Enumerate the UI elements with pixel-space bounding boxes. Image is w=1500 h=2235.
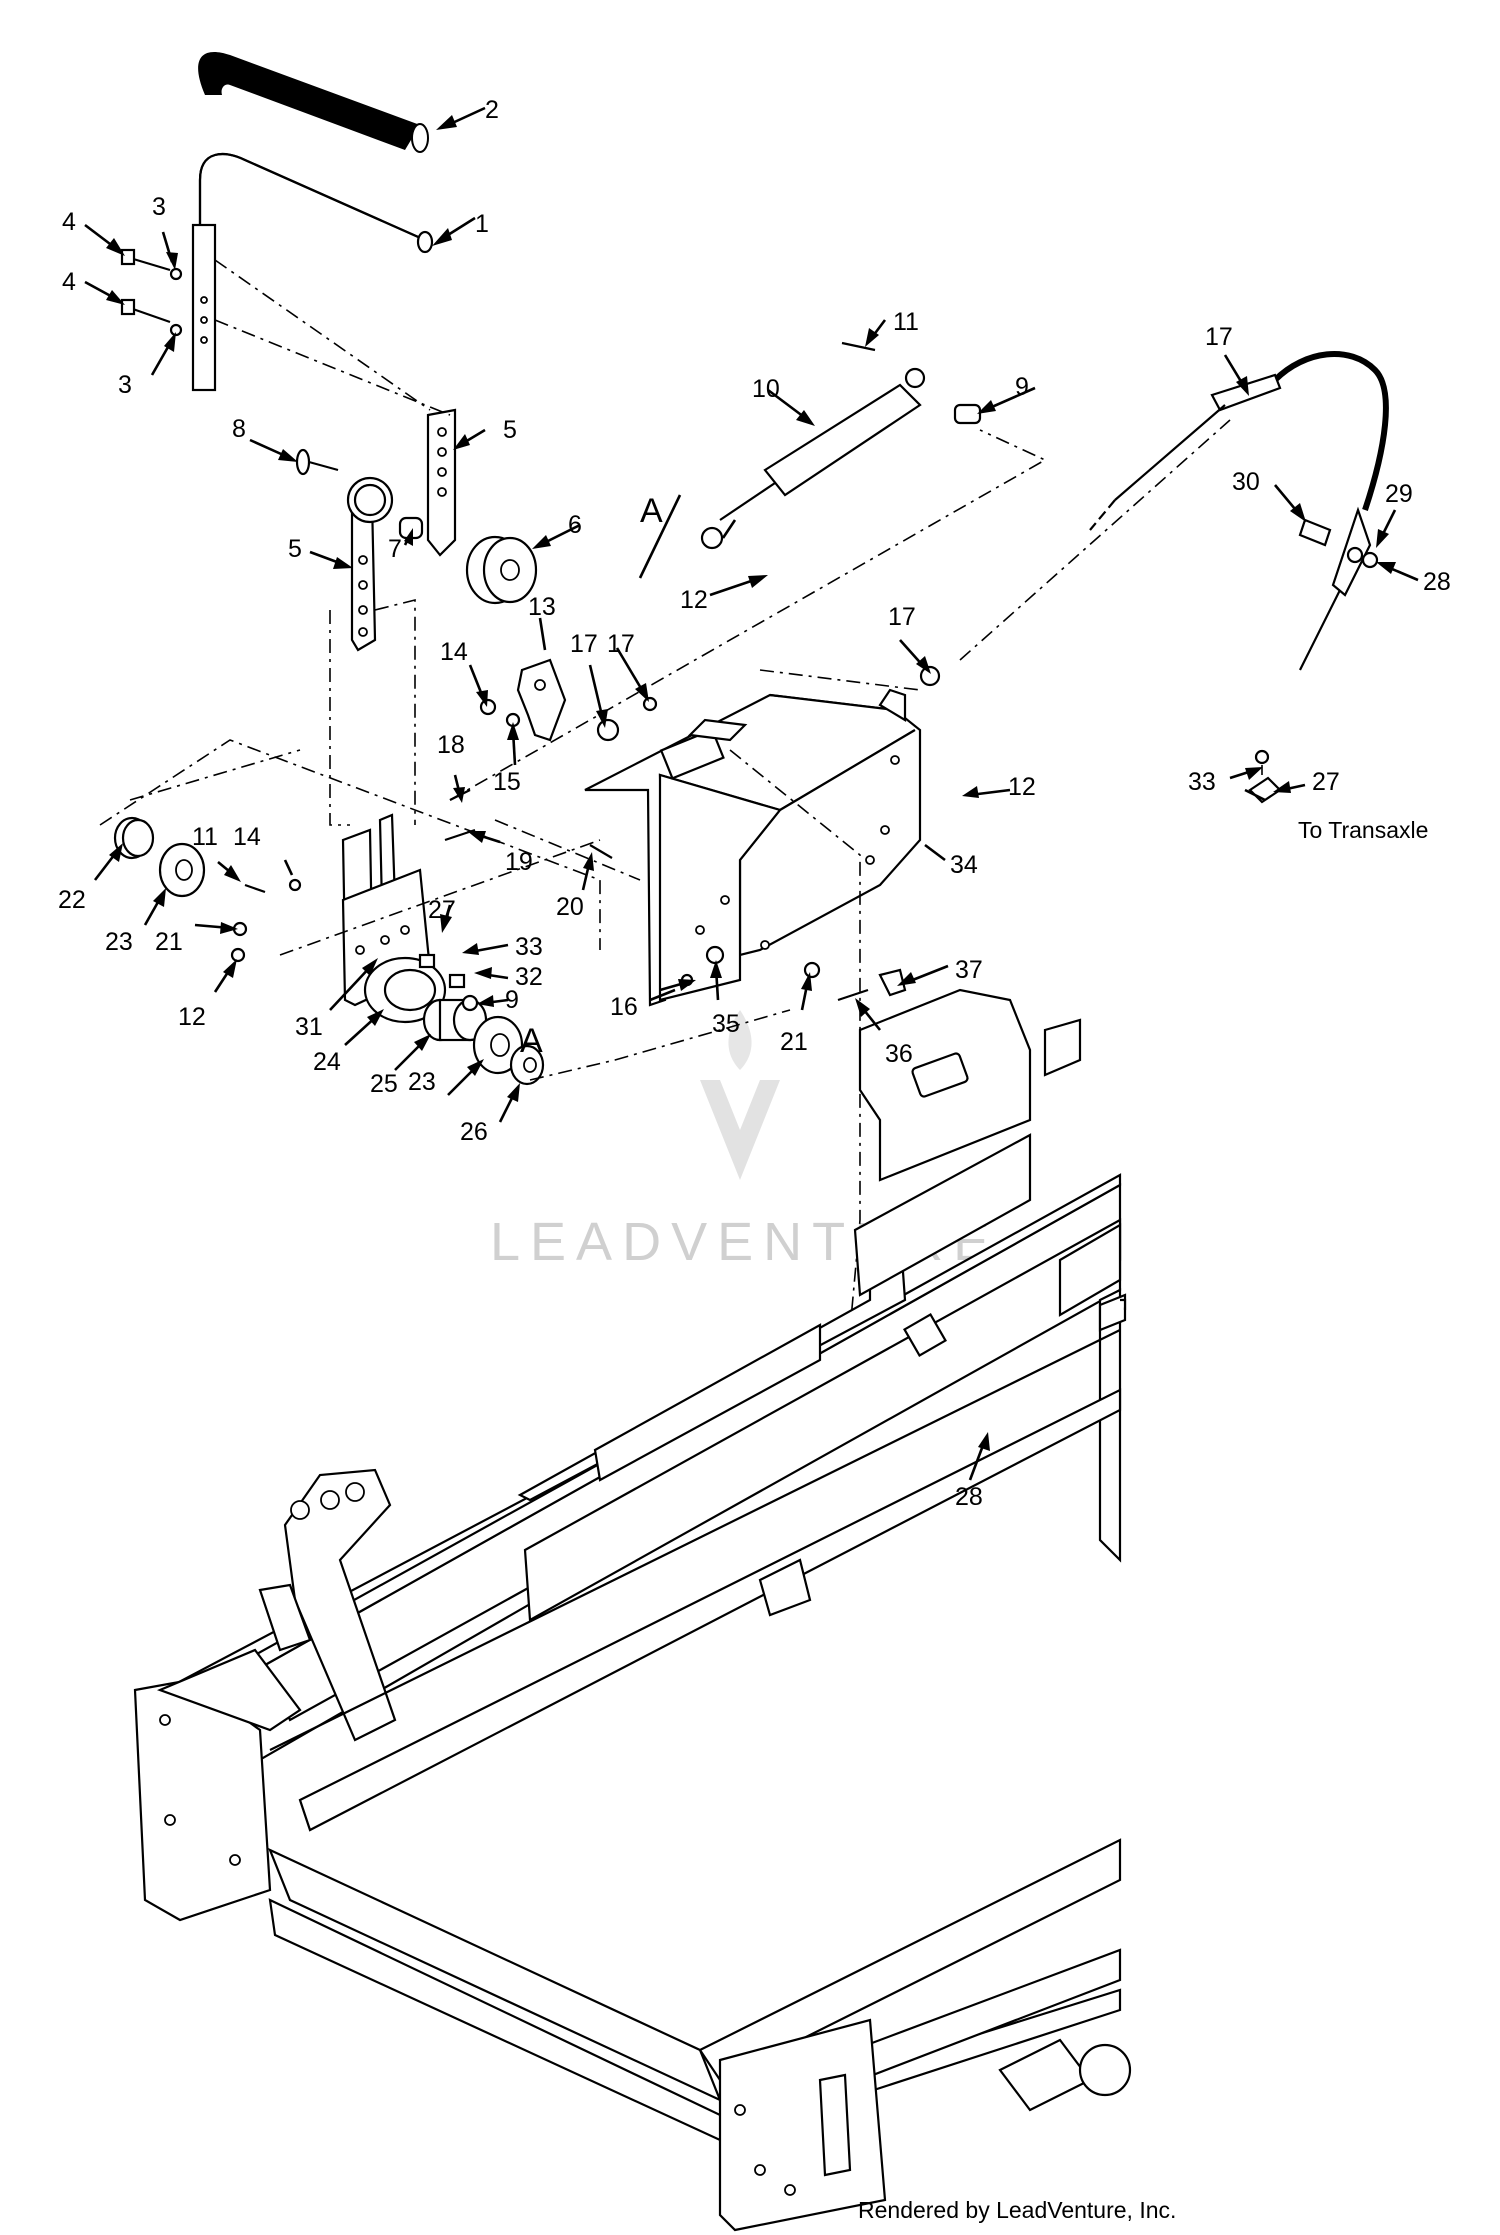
- callout-1: 1: [475, 210, 489, 238]
- callout-12-left: 12: [178, 1003, 206, 1031]
- callout-16: 16: [610, 993, 638, 1021]
- callout-14-left: 14: [233, 823, 261, 851]
- callout-14-top: 14: [440, 638, 468, 666]
- handle-bolts: [120, 248, 183, 337]
- control-cable: [1089, 351, 1389, 671]
- callout-21-right: 21: [780, 1028, 808, 1056]
- callout-5-lower: 5: [288, 535, 302, 563]
- reference-marker-a-top: A: [640, 492, 663, 530]
- callout-21-left: 21: [155, 928, 183, 956]
- callout-33-mid: 33: [515, 933, 543, 961]
- mower-frame: [133, 988, 1132, 2232]
- callout-19: 19: [505, 848, 533, 876]
- callout-11-left: 11: [192, 823, 218, 851]
- clip-30: [1298, 518, 1332, 547]
- handle-bar-end: [416, 230, 434, 254]
- callout-22: 22: [58, 886, 86, 914]
- callout-20: 20: [556, 893, 584, 921]
- callout-32: 32: [515, 963, 543, 991]
- callout-24: 24: [313, 1048, 341, 1076]
- handle-assembly: [191, 51, 434, 392]
- callout-37: 37: [955, 956, 983, 984]
- callout-5-upper: 5: [503, 416, 517, 444]
- handle-grip: [198, 51, 420, 150]
- callout-12-top: 12: [680, 586, 708, 614]
- leader-arrows: [84, 106, 1419, 1481]
- pin-11-top: [841, 341, 876, 352]
- watermark-flame-icon: [728, 1010, 752, 1070]
- callout-23-bottom: 23: [408, 1068, 436, 1096]
- callout-28-top: 28: [1423, 568, 1451, 596]
- callout-2: 2: [485, 96, 499, 124]
- callout-27-mid: 27: [428, 896, 456, 924]
- callout-13: 13: [528, 593, 556, 621]
- roller-6: [465, 535, 538, 605]
- callout-labels: 1 2 3 3 4 4 5 5 6 7 8 9 9 10 11 11 12 12…: [58, 96, 1451, 2223]
- plate-13: [516, 658, 567, 742]
- callout-17-mid: 17: [607, 630, 635, 658]
- callout-28-frame: 28: [955, 1483, 983, 1511]
- callout-29: 29: [1385, 480, 1413, 508]
- callout-15: 15: [493, 768, 521, 796]
- bolt-8: [295, 448, 339, 476]
- handle-plate: [191, 223, 217, 392]
- callout-8: 8: [232, 415, 246, 443]
- bearing-23-upper: [158, 842, 206, 898]
- to-transaxle-note: To Transaxle: [1298, 817, 1428, 843]
- cap-26: [509, 1044, 545, 1086]
- callout-36: 36: [885, 1040, 913, 1068]
- credit-text: Rendered by LeadVenture, Inc.: [858, 2197, 1176, 2223]
- callout-30: 30: [1232, 468, 1260, 496]
- callout-3-bottom: 3: [118, 371, 132, 399]
- bracket-upper: [426, 408, 457, 557]
- callout-25: 25: [370, 1070, 398, 1098]
- callout-6: 6: [568, 511, 582, 539]
- callout-10: 10: [752, 375, 780, 403]
- nuts-28-29: [1346, 546, 1379, 569]
- handle-bar-inner: [198, 152, 426, 242]
- callout-4-top: 4: [62, 208, 76, 236]
- grip-end: [411, 123, 429, 153]
- callout-3-top: 3: [152, 193, 166, 221]
- adjuster-knob: [346, 476, 394, 524]
- washers-14-15-17: [479, 696, 658, 742]
- callout-11-top: 11: [893, 308, 919, 336]
- stud-9: [953, 403, 982, 425]
- callout-26: 26: [460, 1118, 488, 1146]
- callout-31: 31: [295, 1013, 323, 1041]
- callout-18: 18: [437, 731, 465, 759]
- callout-7: 7: [388, 535, 402, 563]
- callout-17-cable: 17: [1205, 323, 1233, 351]
- callout-23-top: 23: [105, 928, 133, 956]
- nut-17-right: [919, 665, 941, 687]
- watermark-logo-icon: [700, 1080, 780, 1180]
- handle-bar: [198, 152, 426, 242]
- callout-35: 35: [712, 1010, 740, 1038]
- callout-17-bracket: 17: [888, 603, 916, 631]
- callout-9-bottom: 9: [505, 986, 519, 1014]
- callout-17-left: 17: [570, 630, 598, 658]
- callout-27-right: 27: [1312, 768, 1340, 796]
- gas-spring: [700, 367, 926, 550]
- cap-22: [113, 816, 155, 860]
- bearing-23-lower: [472, 1015, 524, 1075]
- reference-marker-a-bottom: A: [520, 1022, 543, 1060]
- callout-9-top: 9: [1015, 373, 1029, 401]
- callout-34: 34: [950, 851, 978, 879]
- callout-12-right: 12: [1008, 773, 1036, 801]
- callout-4-bottom: 4: [62, 268, 76, 296]
- callout-33-right: 33: [1188, 768, 1216, 796]
- mount-bracket: [584, 688, 922, 1007]
